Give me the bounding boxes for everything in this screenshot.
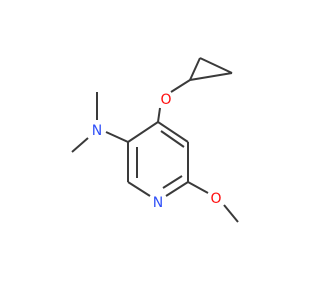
nitrogen-ring-label: N: [153, 195, 163, 211]
bond-oxygen-ring: [157, 107, 161, 123]
bond-methoxy-methyl: [223, 204, 239, 223]
bond-ring-c4-c3: [157, 121, 189, 143]
bond-ring-c4-c3-double: [160, 130, 185, 148]
bond-ring-n1-c6: [127, 181, 151, 197]
bond-ring-amine: [105, 131, 129, 143]
bond-cyclopropyl-3: [189, 72, 233, 81]
bond-cyclopropyl-2: [199, 57, 233, 74]
bond-cyclopropyl-1: [189, 57, 201, 81]
bond-ring-c4-c5: [127, 121, 159, 143]
background: [0, 0, 300, 300]
oxygen-methoxy-label: O: [210, 191, 221, 207]
molecule-structure: O N N O: [0, 0, 300, 300]
bond-amine-methyl-left: [71, 137, 89, 153]
nitrogen-amine-label: N: [92, 123, 102, 139]
bond-ring-c2-n1: [165, 181, 189, 197]
bond-ring-methoxy-oxygen: [187, 181, 209, 194]
bond-cyclopropyl-oxygen: [170, 79, 191, 93]
bond-ring-c2-n1-double: [162, 175, 183, 189]
oxygen-ether-label: O: [160, 92, 171, 108]
